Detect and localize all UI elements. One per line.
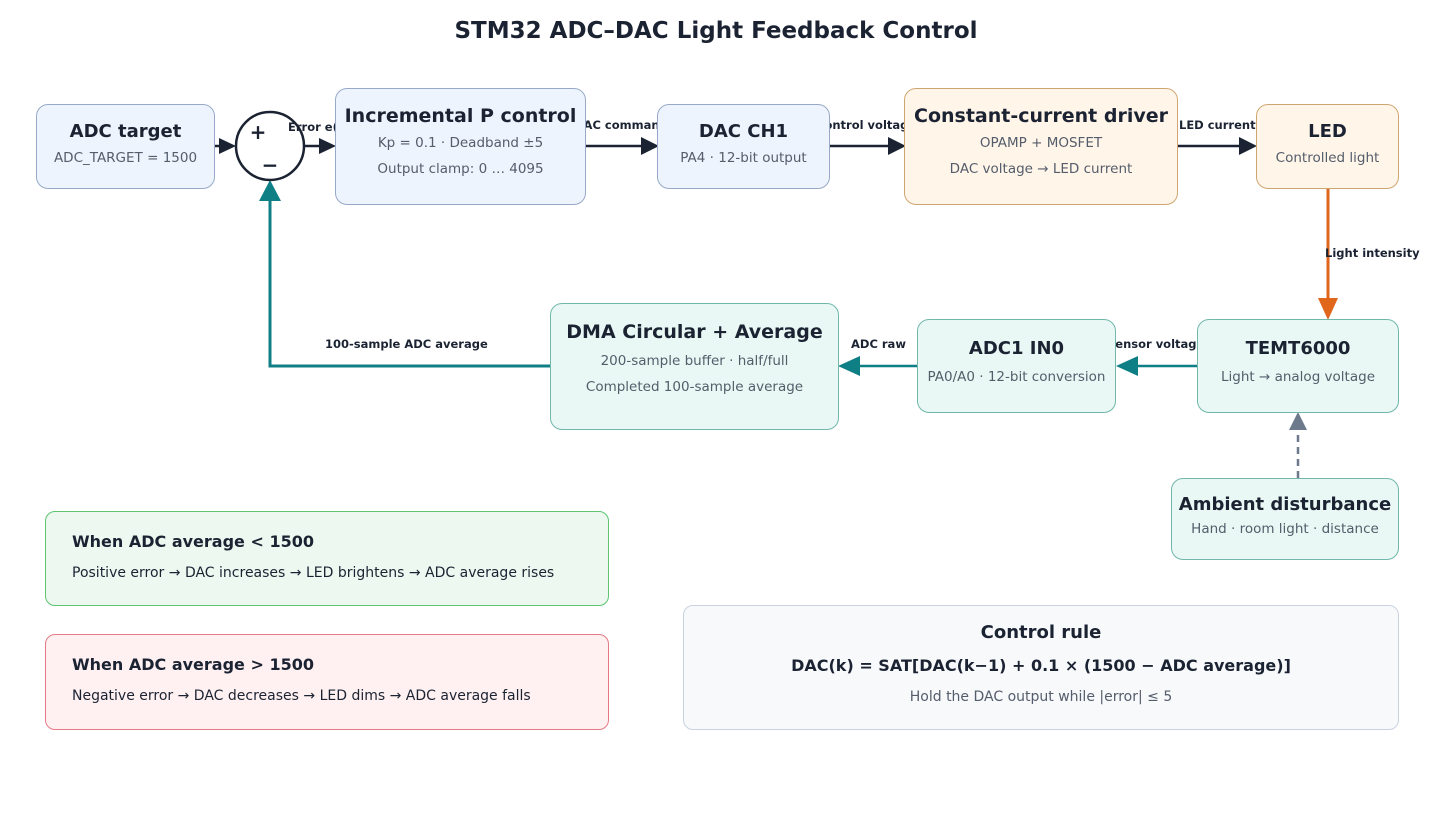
block-adc-target: ADC target ADC_TARGET = 1500 [36, 104, 215, 189]
edge-label-light-intensity: Light intensity [1325, 246, 1420, 260]
block-dma: DMA Circular + Average 200-sample buffer… [550, 303, 839, 430]
arrow-driver-to-led [1178, 137, 1257, 155]
edge-label-dac-command: DAC command [574, 118, 668, 132]
control-rule-panel: Control rule DAC(k) = SAT[DAC(k−1) + 0.1… [683, 605, 1399, 730]
rule-note: Hold the DAC output while |error| ≤ 5 [909, 689, 1173, 705]
edge-label-sensor-voltage: Sensor voltage [1107, 337, 1205, 351]
block-line-1: 200-sample buffer · half/full [600, 353, 789, 369]
edge-label-led-current: LED current [1179, 118, 1256, 132]
edge-label-feedback: 100-sample ADC average [325, 337, 488, 351]
arrow-sensor-to-adc [1116, 356, 1198, 376]
note-high-average: When ADC average > 1500 Negative error →… [45, 634, 609, 730]
block-temt6000: TEMT6000 Light → analog voltage [1197, 319, 1399, 413]
summing-junction: + − [234, 110, 306, 182]
arrow-dac-to-driver [830, 137, 906, 155]
note-low-average: When ADC average < 1500 Positive error →… [45, 511, 609, 606]
block-title: Incremental P control [344, 105, 577, 127]
block-title: DMA Circular + Average [566, 321, 823, 343]
block-led: LED Controlled light [1256, 104, 1399, 189]
block-dac: DAC CH1 PA4 · 12-bit output [657, 104, 830, 189]
arrow-led-to-sensor [1318, 189, 1338, 320]
diagram-title: STM32 ADC–DAC Light Feedback Control [454, 18, 978, 44]
block-subtitle: ADC_TARGET = 1500 [53, 150, 198, 166]
arrow-disturbance [1289, 412, 1307, 478]
rule-formula: DAC(k) = SAT[DAC(k−1) + 0.1 × (1500 − AD… [791, 656, 1291, 675]
arrow-sum-to-pcontrol [305, 138, 336, 154]
block-line-2: Completed 100-sample average [585, 379, 804, 395]
block-line-2: DAC voltage → LED current [949, 161, 1133, 177]
minus-sign: − [262, 153, 279, 177]
edge-label-control-voltage: Control voltage [816, 118, 917, 132]
block-title: ADC target [69, 121, 182, 142]
block-title: DAC CH1 [698, 121, 789, 142]
rule-title: Control rule [980, 622, 1102, 643]
note-title: When ADC average < 1500 [72, 532, 314, 551]
block-ambient-disturbance: Ambient disturbance Hand · room light · … [1171, 478, 1399, 560]
block-title: Constant-current driver [914, 105, 1168, 127]
block-title: ADC1 IN0 [968, 338, 1065, 359]
block-driver: Constant-current driver OPAMP + MOSFET D… [904, 88, 1178, 205]
arrow-target-to-sum [215, 138, 236, 154]
block-subtitle: Controlled light [1275, 150, 1380, 166]
note-text: Positive error → DAC increases → LED bri… [72, 565, 555, 581]
block-adc1: ADC1 IN0 PA0/A0 · 12-bit conversion [917, 319, 1116, 413]
arrow-pcontrol-to-dac [586, 137, 659, 155]
block-title: Ambient disturbance [1178, 494, 1392, 515]
block-subtitle: PA0/A0 · 12-bit conversion [927, 369, 1106, 385]
note-text: Negative error → DAC decreases → LED dim… [72, 688, 531, 704]
arrow-feedback [259, 180, 550, 368]
block-title: LED [1308, 121, 1347, 142]
block-line-1: OPAMP + MOSFET [979, 135, 1103, 151]
note-title: When ADC average > 1500 [72, 655, 314, 674]
edge-label-adc-raw: ADC raw [851, 337, 906, 351]
plus-sign: + [250, 120, 267, 144]
block-line-1: Kp = 0.1 · Deadband ±5 [377, 135, 544, 151]
block-subtitle: Hand · room light · distance [1191, 521, 1379, 537]
block-title: TEMT6000 [1245, 338, 1351, 359]
block-line-2: Output clamp: 0 … 4095 [377, 161, 544, 177]
block-p-control: Incremental P control Kp = 0.1 · Deadban… [335, 88, 586, 205]
block-subtitle: Light → analog voltage [1221, 369, 1375, 385]
arrow-adc-to-dma [838, 356, 918, 376]
block-subtitle: PA4 · 12-bit output [680, 150, 807, 166]
